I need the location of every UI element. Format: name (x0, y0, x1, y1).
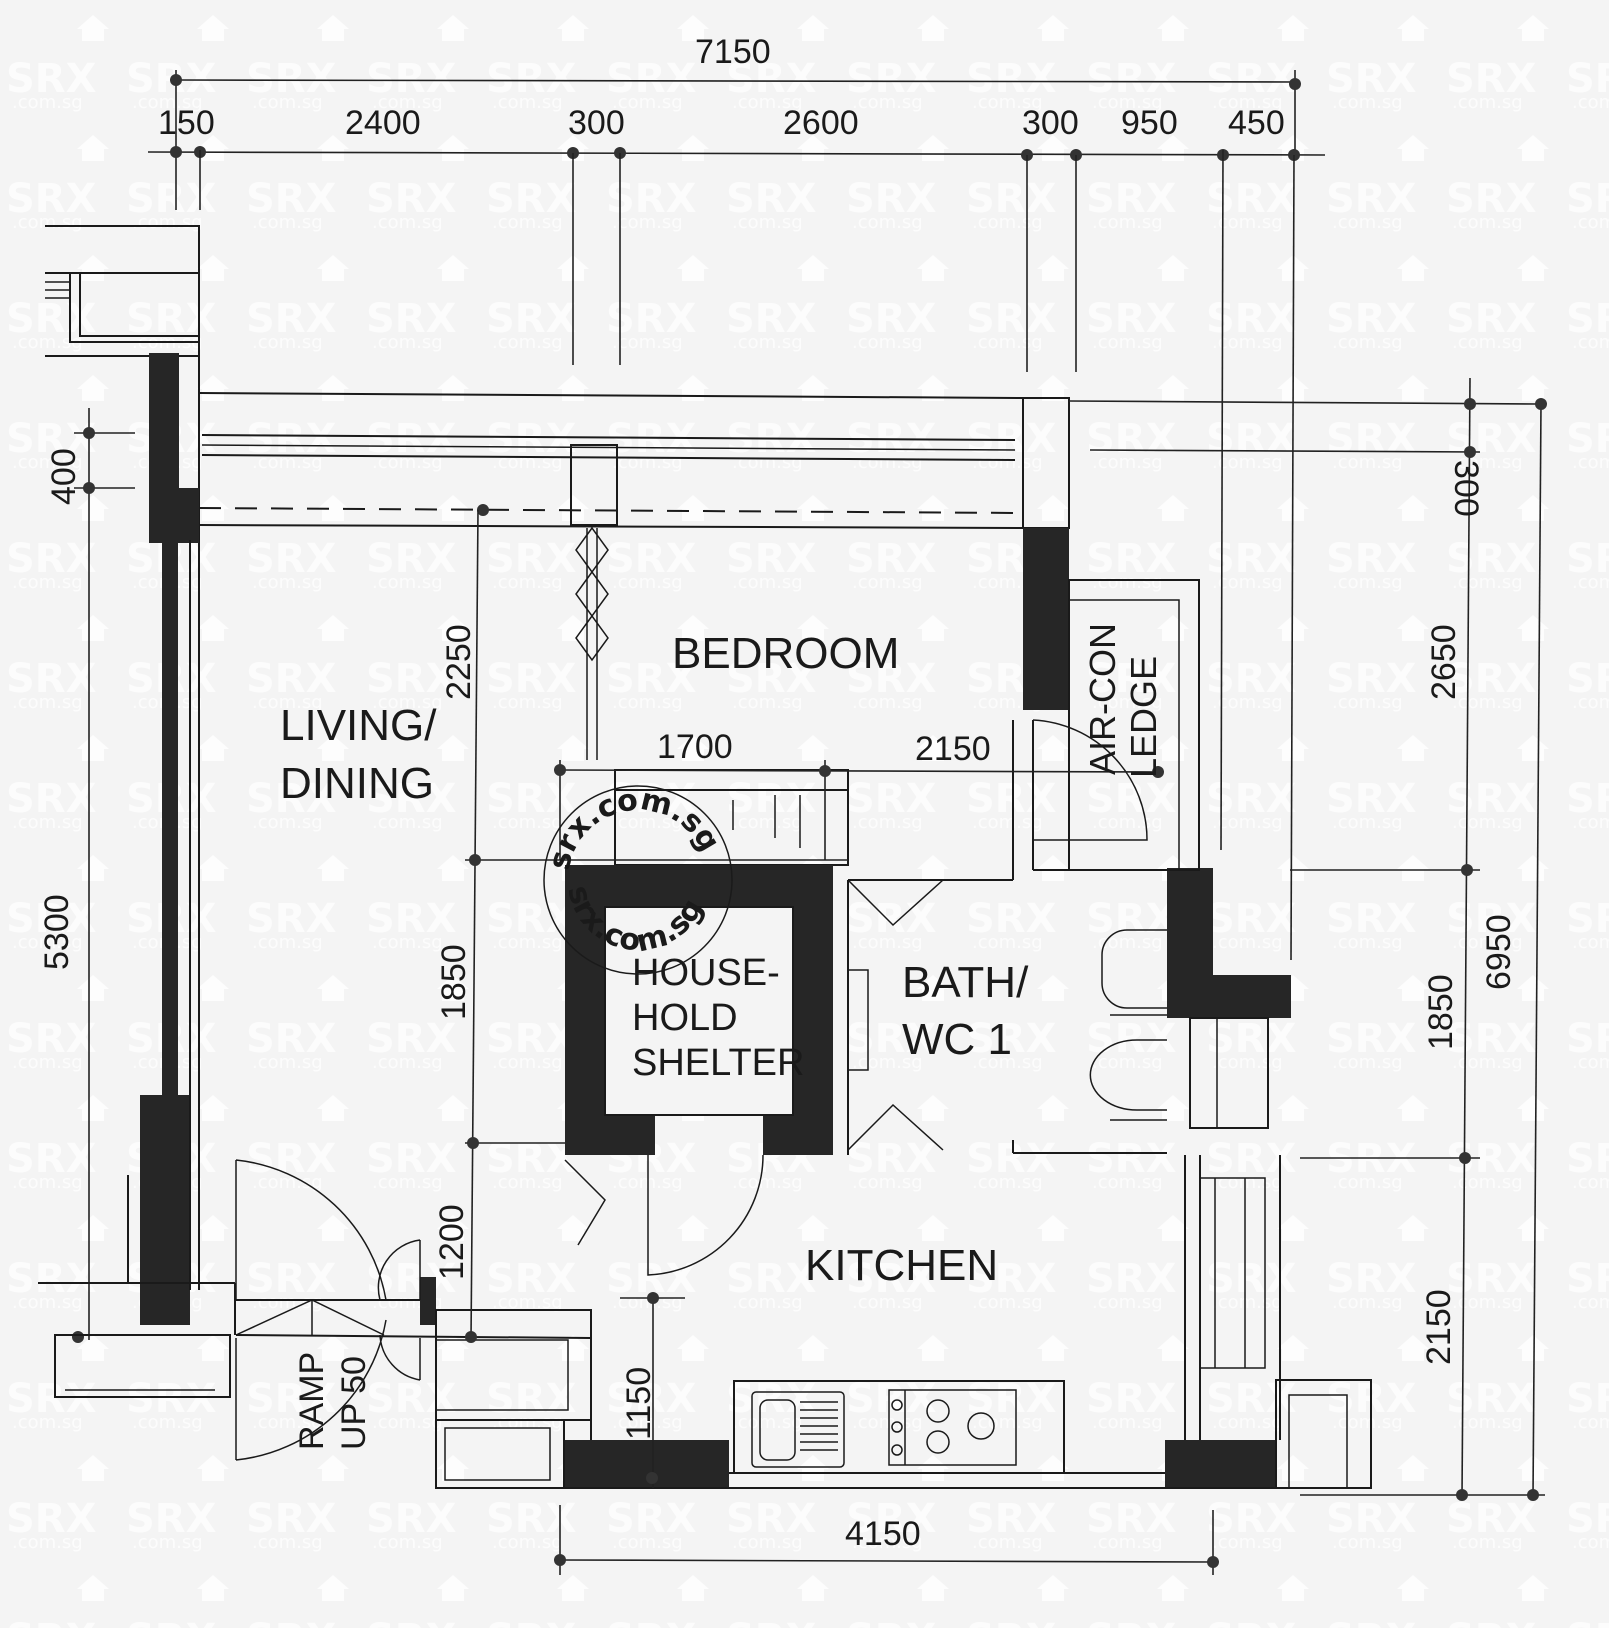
dim-right-2150: 2150 (1420, 1289, 1458, 1365)
dim-top-450: 450 (1228, 104, 1285, 142)
dim-top-300b: 300 (1022, 104, 1079, 142)
left-dimension-lines (72, 408, 135, 1343)
dim-2250: 2250 (440, 624, 478, 700)
dim-top-950: 950 (1121, 104, 1178, 142)
inner-dimension-lines (465, 509, 1164, 1488)
room-label-living-1: LIVING/ (280, 701, 437, 750)
room-label-bedroom: BEDROOM (672, 629, 899, 678)
bottom-dimension-line (554, 1505, 1219, 1575)
dim-2150-mid: 2150 (915, 730, 991, 768)
room-label-living-2: DINING (280, 759, 434, 808)
dim-right-300: 300 (1447, 460, 1485, 517)
dim-right-6950: 6950 (1480, 914, 1518, 990)
room-label-kitchen: KITCHEN (805, 1241, 998, 1290)
room-label-bath-1: BATH/ (902, 958, 1029, 1007)
dim-left-5300: 5300 (38, 894, 76, 970)
dim-top-overall: 7150 (695, 33, 771, 71)
dim-top-2600: 2600 (783, 104, 859, 142)
dim-1850-left: 1850 (435, 944, 473, 1020)
sink-drainer-lines (800, 1401, 838, 1451)
dim-1700: 1700 (657, 728, 733, 766)
ramp-label-2: UP 50 (335, 1356, 373, 1450)
top-planter-strip (45, 225, 1070, 1290)
dim-left-400: 400 (45, 448, 83, 505)
dim-top-150: 150 (158, 104, 215, 142)
structural-walls (140, 353, 1291, 1488)
right-dimension-lines (1068, 377, 1547, 1501)
room-label-shelter-3: SHELTER (632, 1042, 804, 1084)
room-label-aircon-1: AIR-CON (1082, 623, 1123, 775)
dim-right-1850: 1850 (1422, 974, 1460, 1050)
dim-right-2650: 2650 (1425, 624, 1463, 700)
interior-walls (38, 526, 1372, 1489)
dim-top-300a: 300 (568, 104, 625, 142)
room-label-aircon-2: LEDGE (1123, 656, 1164, 778)
room-label-shelter-2: HOLD (632, 997, 738, 1039)
dim-bottom-4150: 4150 (845, 1515, 921, 1553)
room-label-bath-2: WC 1 (902, 1015, 1012, 1064)
dim-top-2400: 2400 (345, 104, 421, 142)
dim-1200: 1200 (433, 1204, 471, 1280)
ramp-label-1: RAMP (293, 1352, 331, 1450)
dim-1150: 1150 (620, 1367, 658, 1440)
top-dimension-lines (147, 70, 1326, 961)
room-label-shelter-1: HOUSE- (632, 952, 780, 994)
